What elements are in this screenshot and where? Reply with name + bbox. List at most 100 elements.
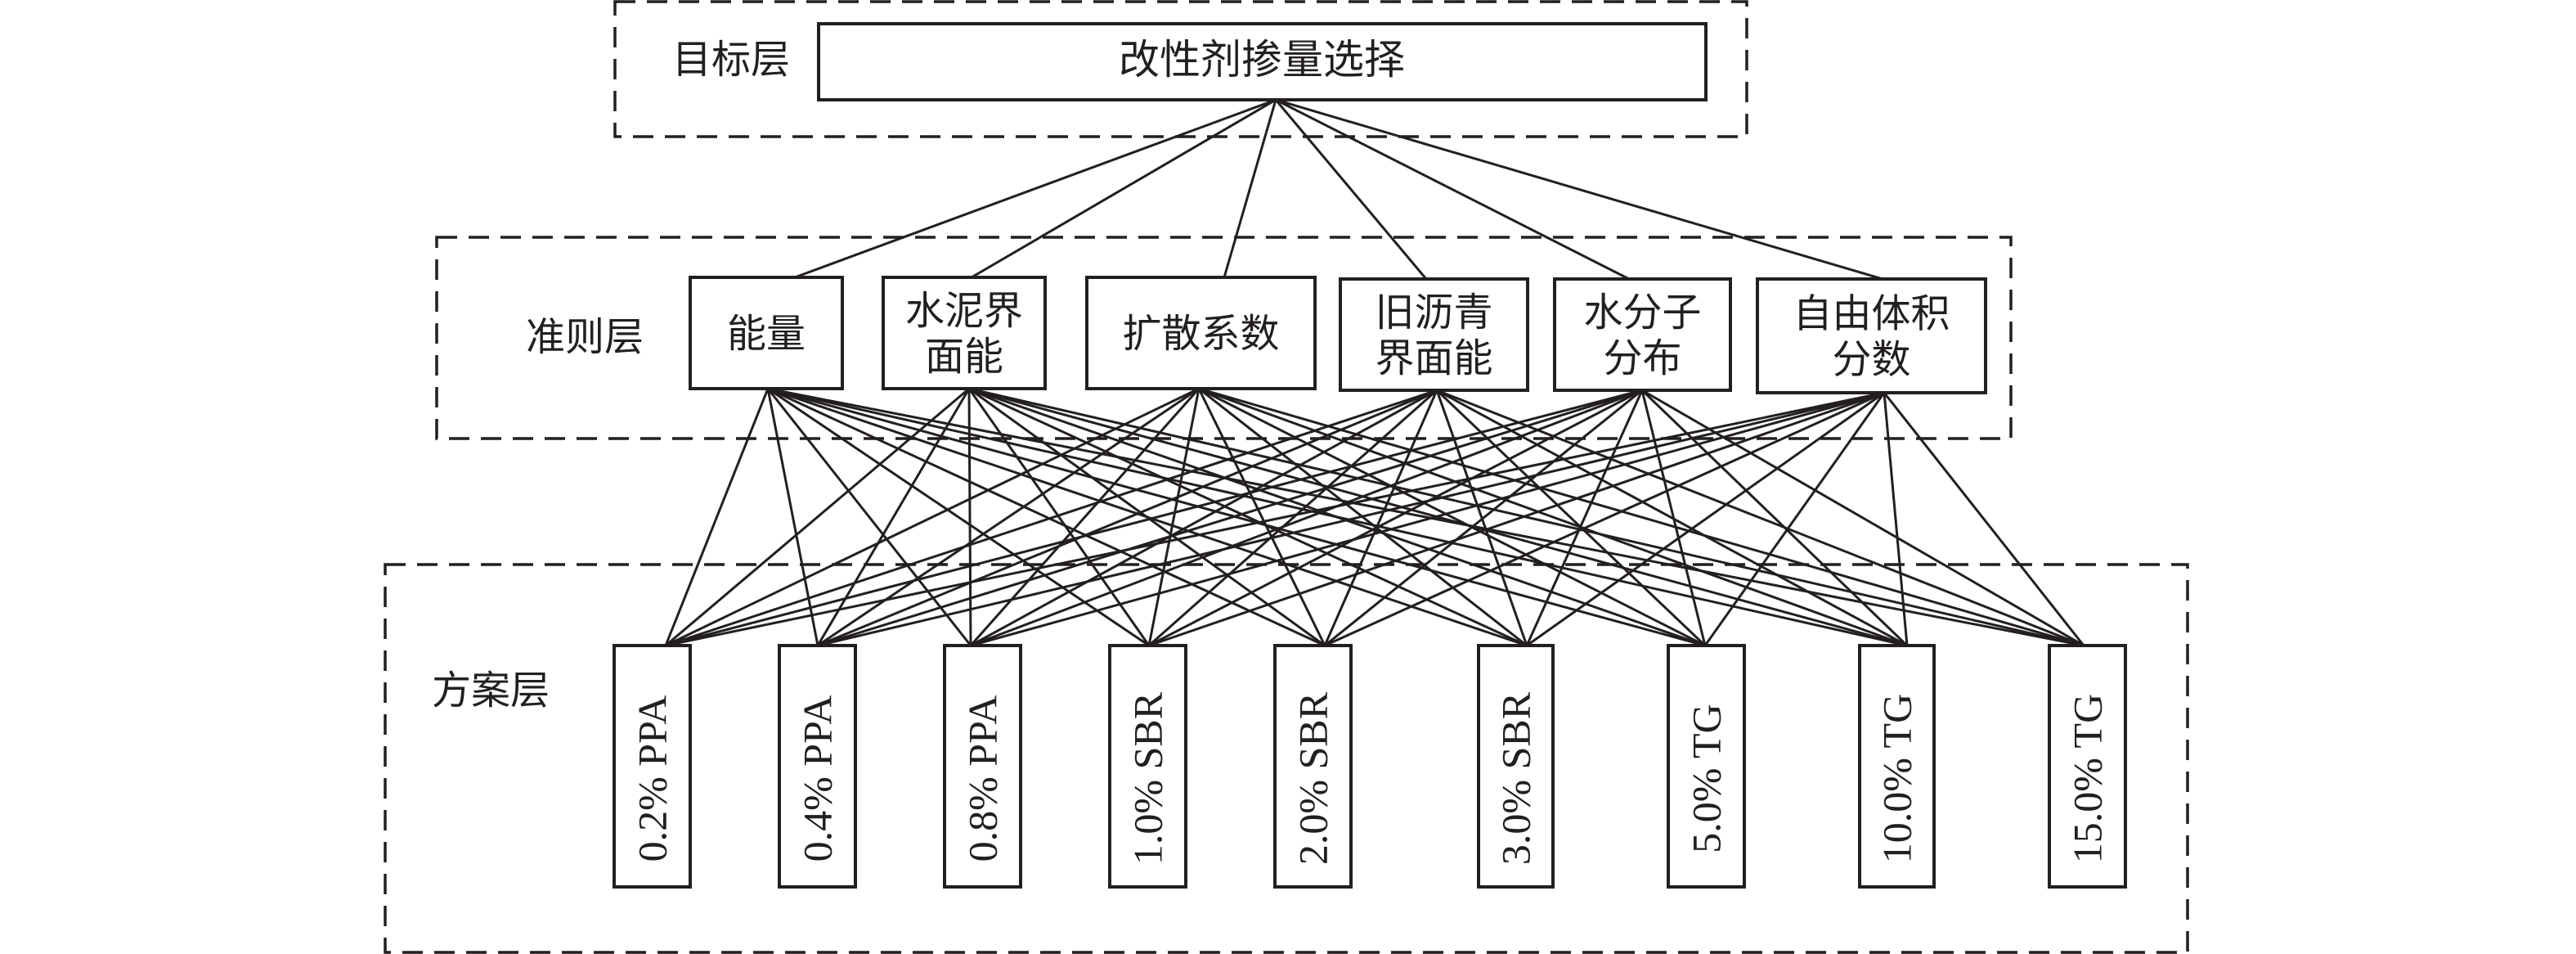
edge-c5-to-a4 xyxy=(1147,389,1644,647)
edge-c2-to-a9 xyxy=(967,387,2085,647)
edge-goal-to-c6 xyxy=(1274,98,1884,281)
edge-c6-to-a8 xyxy=(1883,391,1909,647)
criterion-box xyxy=(1085,276,1317,390)
edge-c5-to-a7 xyxy=(1640,389,1707,647)
criterion-label: 扩散系数 xyxy=(1122,311,1279,357)
edge-c3-to-a9 xyxy=(1197,387,2085,647)
criterion-label: 水分子 xyxy=(1583,290,1701,335)
edge-c6-to-a2 xyxy=(816,391,1886,647)
goal-node-box xyxy=(817,22,1708,101)
criteria-layer-label: 准则层 xyxy=(526,314,644,360)
edge-c3-to-a7 xyxy=(1197,387,1707,647)
alternative-label: 2.0% SBR xyxy=(1290,691,1336,865)
edge-c1-to-a1 xyxy=(664,387,770,647)
alternative-label: 5.0% TG xyxy=(1684,704,1730,853)
edge-c6-to-a1 xyxy=(664,391,1886,647)
alternative-box xyxy=(1858,644,1936,889)
alternative-node: 0.8% PPA xyxy=(943,644,1022,889)
criterion-label: 水泥界 xyxy=(905,288,1023,334)
alternative-nodes: 0.2% PPA 0.4% PPA 0.8% PPA 1.0% SBR 2.0% SBR… xyxy=(613,644,2127,889)
edge-c5-to-a8 xyxy=(1640,389,1909,647)
goal-node-text: 改性剂掺量选择 xyxy=(1119,36,1405,83)
edge-c2-to-a5 xyxy=(967,387,1326,647)
alternative-box xyxy=(943,644,1022,889)
edge-c6-to-a4 xyxy=(1147,391,1886,647)
criterion-label: 分布 xyxy=(1603,335,1681,381)
edge-goal-to-c4 xyxy=(1274,98,1428,281)
criterion-label: 面能 xyxy=(925,334,1003,380)
edge-c6-to-a7 xyxy=(1703,391,1886,647)
criterion-label: 自由体积 xyxy=(1793,291,1950,337)
edge-c3-to-a5 xyxy=(1197,387,1326,647)
alternative-node: 0.4% PPA xyxy=(778,644,857,889)
alternative-box xyxy=(613,644,692,889)
alternative-label: 3.0% SBR xyxy=(1493,691,1539,865)
alternative-node: 0.2% PPA xyxy=(613,644,692,889)
edge-c2-to-a1 xyxy=(664,387,971,647)
criteria-layer-frame xyxy=(435,236,2013,440)
edge-c4-to-a8 xyxy=(1435,389,1909,647)
edge-goal-to-c1 xyxy=(793,98,1277,279)
edge-c1-to-a3 xyxy=(766,387,972,647)
edge-c1-to-a9 xyxy=(766,387,2085,647)
edge-c6-to-a9 xyxy=(1883,391,2085,647)
edge-c5-to-a3 xyxy=(969,389,1644,647)
alternatives-layer-frame xyxy=(384,563,2189,954)
alternative-label: 0.2% PPA xyxy=(630,695,675,862)
alternative-box xyxy=(778,644,857,889)
edge-c3-to-a8 xyxy=(1197,387,1909,647)
edge-c4-to-a4 xyxy=(1147,389,1438,647)
alternative-node: 5.0% TG xyxy=(1667,644,1746,889)
criterion-label: 能量 xyxy=(727,311,806,357)
edge-c4-to-a3 xyxy=(969,389,1438,647)
edge-c6-to-a5 xyxy=(1323,391,1886,647)
edge-c4-to-a1 xyxy=(664,389,1438,647)
edge-c3-to-a4 xyxy=(1147,387,1200,647)
criterion-box xyxy=(1553,277,1732,392)
alternative-box xyxy=(1477,644,1555,889)
criterion-node: 扩散系数 xyxy=(1085,276,1317,390)
edge-c2-to-a7 xyxy=(967,387,1707,647)
edge-c1-to-a2 xyxy=(766,387,819,647)
edge-c2-to-a3 xyxy=(967,387,972,647)
edge-goal-to-c2 xyxy=(970,98,1277,279)
alternative-box xyxy=(1667,644,1746,889)
alternative-label: 0.4% PPA xyxy=(795,695,841,862)
criterion-node: 能量 xyxy=(689,276,844,390)
alternative-label: 10.0% TG xyxy=(1874,694,1920,863)
edge-c5-to-a5 xyxy=(1323,389,1644,647)
edge-c6-to-a6 xyxy=(1525,391,1886,647)
edge-c2-to-a6 xyxy=(967,387,1528,647)
edge-c3-to-a3 xyxy=(969,387,1200,647)
goal-layer-frame xyxy=(613,0,1748,138)
criteria-nodes: 能量水泥界面能扩散系数旧沥青界面能水分子分布自由体积分数 xyxy=(689,276,1987,394)
edge-c2-to-a4 xyxy=(967,387,1151,647)
alternative-node: 15.0% TG xyxy=(2048,644,2127,889)
criterion-box xyxy=(689,276,844,390)
edge-c4-to-a2 xyxy=(816,389,1438,647)
criterion-box xyxy=(882,276,1047,390)
edge-c2-to-a2 xyxy=(816,387,971,647)
criterion-box xyxy=(1339,277,1529,392)
connection-lines xyxy=(664,98,2085,647)
alternative-node: 10.0% TG xyxy=(1858,644,1936,889)
alternative-label: 0.8% PPA xyxy=(960,695,1006,862)
edge-goal-to-c3 xyxy=(1223,98,1277,279)
edge-c3-to-a1 xyxy=(664,387,1200,647)
alternative-box xyxy=(2048,644,2127,889)
edge-c3-to-a2 xyxy=(816,387,1200,647)
edge-c5-to-a1 xyxy=(664,389,1644,647)
alternative-node: 1.0% SBR xyxy=(1108,644,1187,889)
alternative-box xyxy=(1273,644,1353,889)
alternative-node: 2.0% SBR xyxy=(1273,644,1353,889)
edge-c1-to-a4 xyxy=(766,387,1151,647)
alternatives-layer-label: 方案层 xyxy=(432,668,550,713)
criterion-box xyxy=(1756,277,1987,394)
alternative-box xyxy=(1108,644,1187,889)
alternatives-layer: 方案层 0.2% PPA 0.4% PPA 0.8% PPA 1.0% SBR 2.0%… xyxy=(384,563,2189,954)
edge-c4-to-a9 xyxy=(1435,389,2085,647)
edge-c6-to-a3 xyxy=(969,391,1886,647)
